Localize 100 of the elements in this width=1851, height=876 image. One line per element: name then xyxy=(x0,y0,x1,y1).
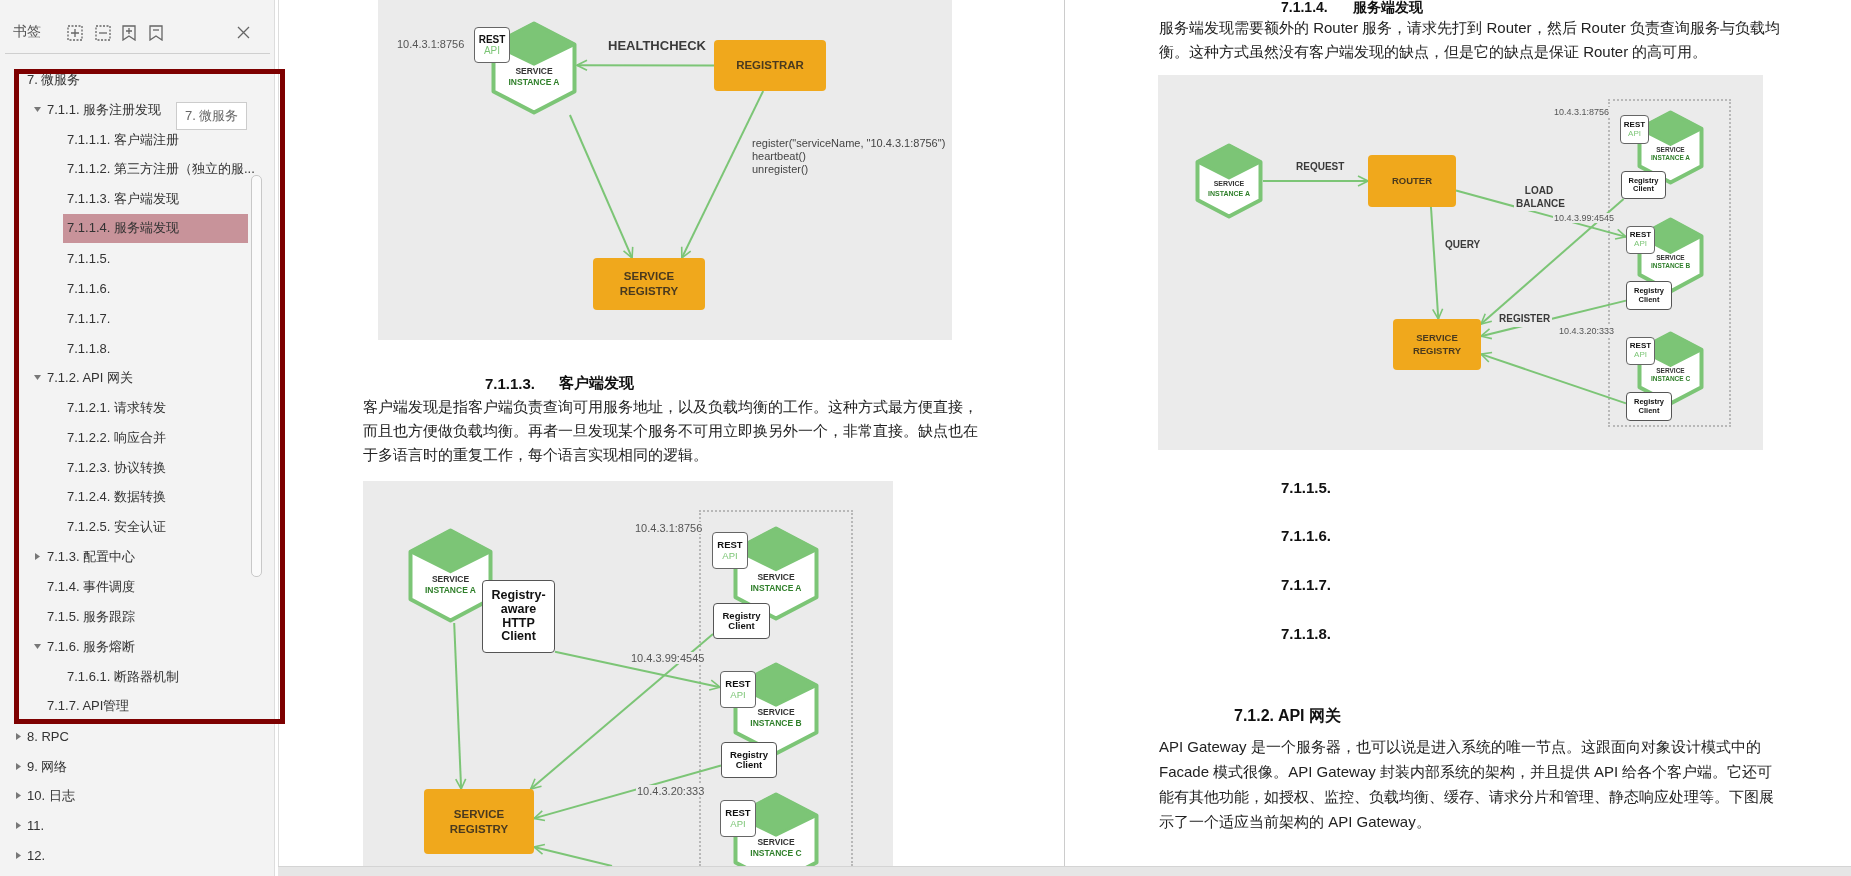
section-heading: 7.1.1.7. xyxy=(1281,576,1332,593)
rest-label: REST xyxy=(1629,342,1652,351)
service-label: SERVICE xyxy=(756,571,796,583)
client-label: Registry Client xyxy=(721,610,762,632)
ip-address: 10.4.3.1:8756 xyxy=(634,522,704,534)
edge-label: REGISTER xyxy=(1497,312,1553,327)
ip-address: 10.4.3.20:333 xyxy=(636,785,706,797)
api-tag xyxy=(720,800,756,837)
section-heading: 客户端发现 xyxy=(559,374,634,393)
arrow xyxy=(533,843,613,866)
tree-item: 7. 微服务 xyxy=(27,71,81,89)
tree-item: 7.1.1.2. 第三方注册（独立的服... xyxy=(67,160,255,178)
tree-item: 7.1.1.4. 服务端发现 xyxy=(67,219,179,237)
tree-item: 7.1.1.6. xyxy=(67,280,111,298)
api-tag xyxy=(1620,115,1649,144)
arrow xyxy=(529,633,714,790)
rest-label: REST xyxy=(725,808,751,819)
tree-item: 7.1.5. 服务跟踪 xyxy=(47,608,136,626)
client-label: Registry-aware HTTP Client xyxy=(490,589,547,644)
tree-item: 7.1.1. 服务注册发现 xyxy=(47,101,162,119)
section-heading: 7.1.1.4. xyxy=(1281,0,1328,15)
ip-address: 10.4.3.99:4545 xyxy=(630,652,706,664)
tree-item: 10. 日志 xyxy=(27,787,75,805)
edge-label: QUERY xyxy=(1443,238,1483,253)
arrow xyxy=(453,622,467,790)
box-label: SERVICE REGISTRY xyxy=(448,806,510,837)
api-tag xyxy=(712,532,748,569)
paragraph: 客户端发现是指客户端负责查询可用服务地址，以及负载均衡的工作。这种方式最方便直接，而且也方便做负载均衡。再者一旦发现某个服务不可用立即换另外一个，非常直接。缺点也在于多语言时的重复工作，每个语言实现相同的逻辑。 xyxy=(363,397,979,465)
section-heading: 服务端发现 xyxy=(1353,0,1423,17)
code-annotation: register("serviceName, "10.4.3.1:8756") xyxy=(752,137,946,149)
tree-item: 7.1.2.5. 安全认证 xyxy=(67,518,166,536)
rest-label: REST xyxy=(725,679,751,690)
tree-item: 8. RPC xyxy=(27,728,69,746)
api-tag xyxy=(474,27,510,63)
service-hexagon xyxy=(408,528,493,623)
paragraph: API Gateway 是一个服务器，也可以说是进入系统的唯一节点。这跟面向对象设计模式中的Facade 模式很像。API Gateway 封装内部系统的架构，并且提供 API 给各个客户端。它还可能有其他功能，如授权、监控、负载均衡、缓存、请求分片和管理、静态响应处理等。下图展示了一个适应当前架构的 API Gateway。 xyxy=(1159,737,1775,832)
client-box xyxy=(482,580,555,653)
ip-address: 10.4.3.1:8756 xyxy=(1553,107,1611,117)
tree-item: 7.1.2.3. 协议转换 xyxy=(67,459,166,477)
client-box xyxy=(1626,281,1672,310)
tree-item: 7.1.1.8. xyxy=(67,340,111,358)
tree-item: 7.1.6.1. 断路器机制 xyxy=(67,668,179,686)
tree-item: 7.1.4. 事件调度 xyxy=(47,578,136,596)
tree-item: 7.1.1.3. 客户端发现 xyxy=(67,190,179,208)
tooltip: 7. 微服务 xyxy=(176,102,248,130)
box-label: REGISTRAR xyxy=(736,58,804,73)
section-heading: 7.1.1.8. xyxy=(1281,625,1332,642)
tree-item: 7.1.7. API管理 xyxy=(47,697,130,715)
tree-item: 7.1.1.1. 客户端注册 xyxy=(67,131,179,149)
code-annotation: heartbeat() xyxy=(752,150,806,162)
client-box xyxy=(713,603,770,639)
service-label: SERVICE xyxy=(430,573,471,585)
arrow xyxy=(1480,351,1627,405)
tree-item: 7.1.2.4. 数据转换 xyxy=(67,488,166,506)
arrow xyxy=(533,764,722,822)
panel-title: 书签 xyxy=(13,23,41,41)
section-heading: 7.1.2. API 网关 xyxy=(1234,706,1341,726)
tree-item: 9. 网络 xyxy=(27,758,68,776)
process-box xyxy=(424,789,534,854)
tree-item: 7.1.1.5. xyxy=(67,250,111,268)
tree-item: 12. xyxy=(27,847,46,865)
api-label: API xyxy=(730,689,746,700)
paragraph: 服务端发现需要额外的 Router 服务，请求先打到 Router，然后 Router 负责查询服务与负载均衡。这种方式虽然没有客户端发现的缺点，但是它的缺点是保证 Router 的高可用。 xyxy=(1159,18,1781,62)
client-box xyxy=(721,742,777,778)
box-label: SERVICE REGISTRY xyxy=(618,269,680,299)
rest-label: REST xyxy=(478,34,506,45)
tree-item: 11. xyxy=(27,817,45,835)
edge-label: LOAD BALANCE xyxy=(1514,184,1564,211)
section-heading: 7.1.1.3. xyxy=(485,375,536,392)
api-tag xyxy=(1626,226,1655,254)
client-box xyxy=(1621,171,1666,199)
api-label: API xyxy=(1628,129,1641,139)
rest-label: REST xyxy=(717,540,743,551)
api-label: API xyxy=(722,550,738,561)
tree-item: 7.1.2.2. 响应合并 xyxy=(67,429,166,447)
instance-label: INSTANCE A xyxy=(507,77,561,89)
api-tag xyxy=(1626,337,1655,365)
client-box xyxy=(1626,392,1672,421)
arrow xyxy=(576,59,715,72)
service-label: SERVICE xyxy=(756,837,796,849)
api-label: API xyxy=(1634,240,1647,249)
section-heading: 7.1.1.5. xyxy=(1281,479,1332,496)
arrow xyxy=(1480,198,1625,326)
arrow xyxy=(554,650,721,691)
tree-item: 7.1.1.7. xyxy=(67,310,111,328)
arrow xyxy=(1429,206,1444,320)
arrow xyxy=(1262,175,1369,187)
tree-item: 7.1.2.1. 请求转发 xyxy=(67,399,166,417)
service-hexagon xyxy=(1195,143,1263,219)
code-annotation: unregister() xyxy=(752,163,809,175)
process-box xyxy=(714,40,826,91)
rest-label: REST xyxy=(1623,120,1646,130)
process-box xyxy=(1368,155,1456,207)
api-tag xyxy=(720,671,756,708)
edge-label: REQUEST xyxy=(1294,160,1347,175)
tree-item: 7.1.2. API 网关 xyxy=(47,369,133,387)
ip-address: 10.4.3.99:4545 xyxy=(1553,213,1616,223)
process-box xyxy=(1393,319,1481,370)
instance-label: INSTANCE B xyxy=(749,718,803,730)
tree-item: 7.1.3. 配置中心 xyxy=(47,548,136,566)
